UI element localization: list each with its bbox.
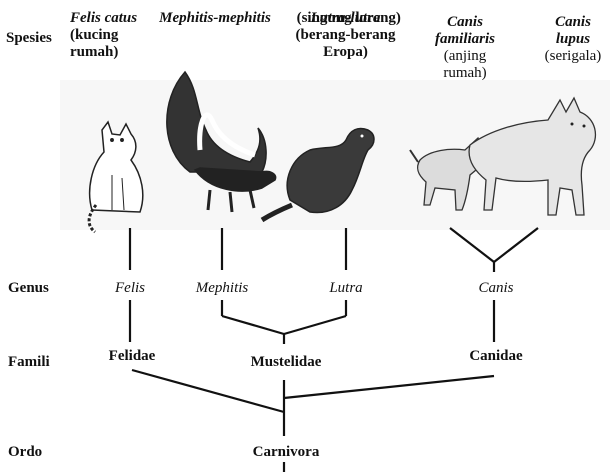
order-carnivora: Carnivora [253,444,320,461]
branch-canidae-join [284,376,494,398]
genus-mephitis: Mephitis [196,280,249,297]
family-canidae: Canidae [469,348,522,365]
branch-canis-lupus [494,228,538,262]
genus-canis: Canis [478,280,513,297]
branch-lutra-join [284,316,346,334]
branch-mephitis-join [222,316,284,334]
branch-canis-familiaris [450,228,494,262]
genus-lutra: Lutra [329,280,362,297]
branch-felidae-join [132,370,284,412]
family-mustelidae: Mustelidae [251,354,322,371]
family-felidae: Felidae [109,348,156,365]
genus-felis: Felis [115,280,145,297]
